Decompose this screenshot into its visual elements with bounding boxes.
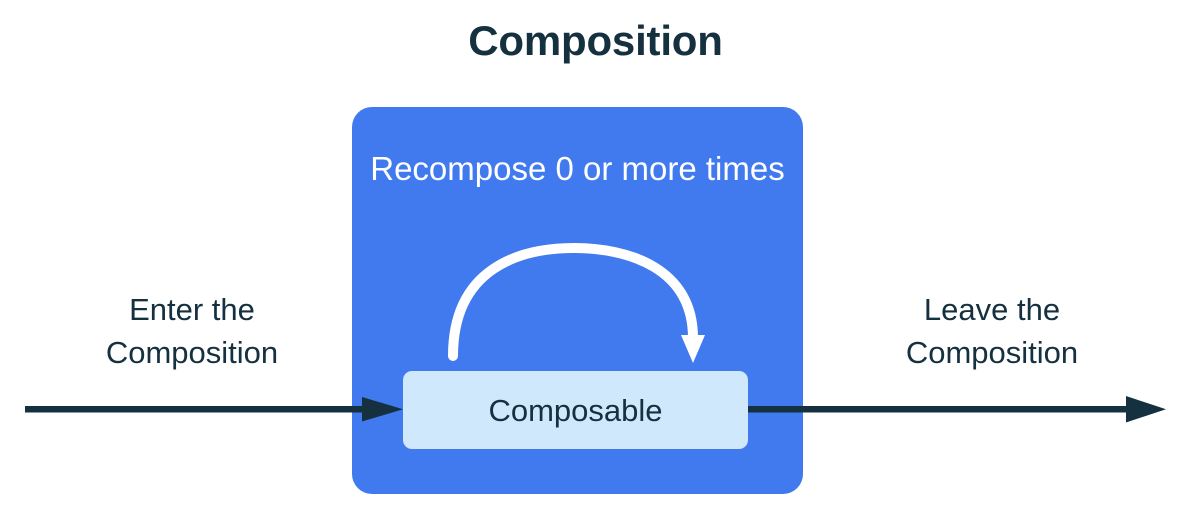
leave-composition-label: Leave the Composition xyxy=(905,292,1079,370)
recompose-caption: Recompose 0 or more times xyxy=(370,150,785,187)
composable-node: Composable xyxy=(403,371,748,449)
enter-composition-label: Enter the Composition xyxy=(105,292,279,370)
composable-node-label: Composable xyxy=(488,392,663,428)
page-title: Composition xyxy=(468,17,723,64)
leave-arrow-icon xyxy=(748,396,1166,423)
enter-arrow-icon xyxy=(25,397,403,422)
